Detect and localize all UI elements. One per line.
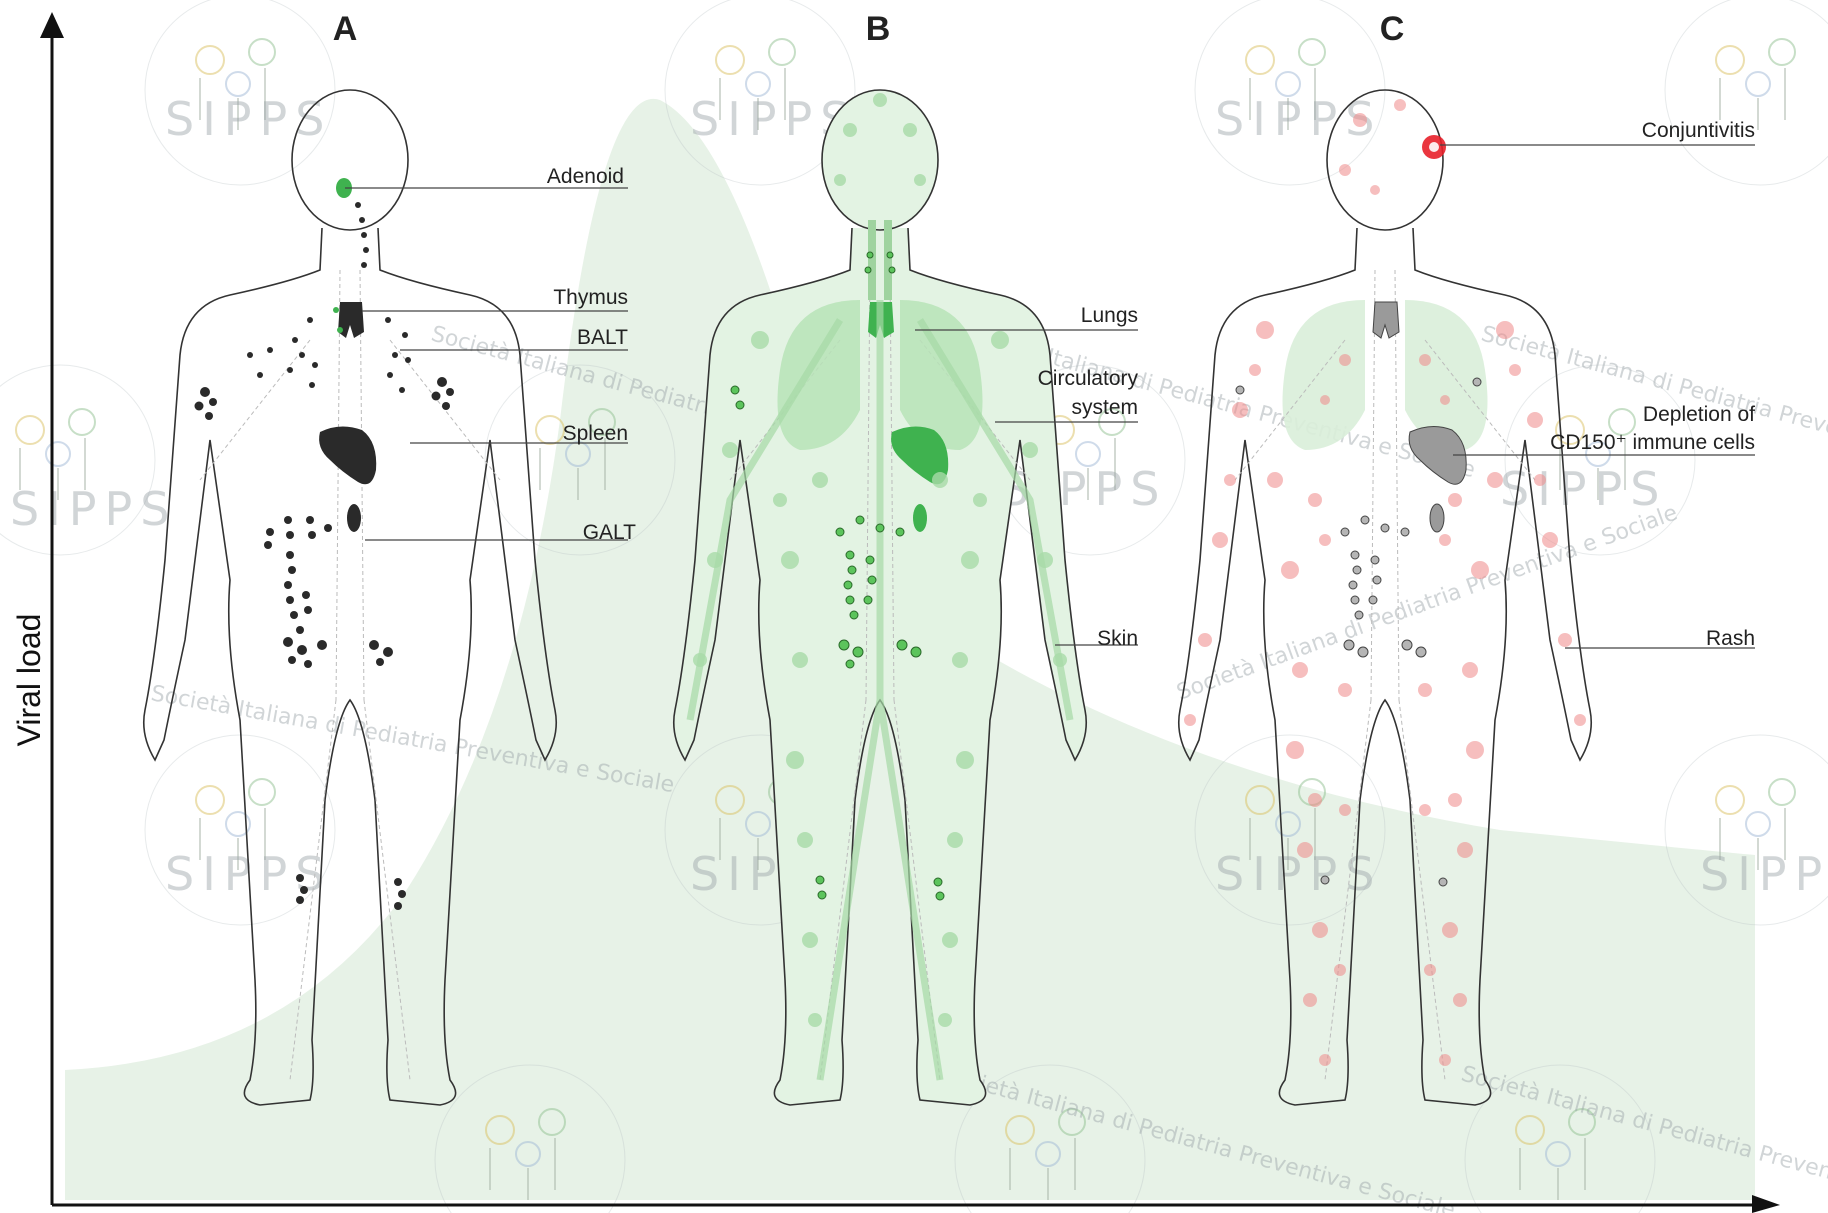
label-conjunctivitis: Conjuntivitis: [1642, 119, 1755, 142]
thymus-depleted: [1373, 302, 1399, 338]
label-system: system: [1071, 396, 1138, 419]
spleen-marker: [319, 426, 376, 484]
watermark-logo-text: SIPPS: [165, 92, 332, 146]
label-depletion-of: Depletion of: [1643, 403, 1755, 426]
watermark-logo-text: SIPPS: [10, 482, 177, 536]
y-axis-label: Viral load: [11, 614, 47, 747]
panel-a-letter: A: [333, 10, 358, 48]
label-balt: BALT: [577, 326, 628, 349]
panel-b-letter: B: [866, 10, 891, 48]
label-rash: Rash: [1706, 627, 1755, 650]
label-adenoid: Adenoid: [547, 165, 624, 188]
label-galt: GALT: [583, 521, 636, 544]
watermark-logo-text: SIPPS: [1700, 847, 1828, 901]
watermark-ring-text: Società Italiana di Pediatria Preventiva…: [1174, 501, 1681, 706]
label-cd150-immune-cells: CD150⁺ immune cells: [1550, 431, 1755, 454]
label-skin: Skin: [1097, 627, 1138, 650]
label-spleen: Spleen: [563, 422, 628, 445]
label-circulatory: Circulatory: [1038, 367, 1139, 390]
thymus-marker: [338, 302, 364, 338]
label-lungs: Lungs: [1081, 304, 1138, 327]
watermark-logo-text: SIPPS: [1500, 462, 1667, 516]
label-thymus: Thymus: [553, 286, 628, 309]
panel-c-letter: C: [1380, 10, 1405, 48]
